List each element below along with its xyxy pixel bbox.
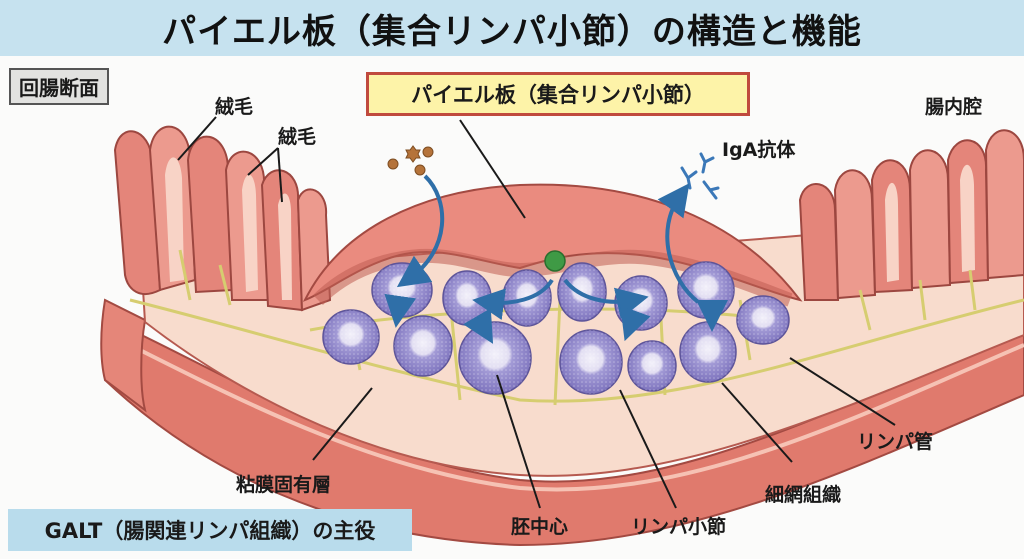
follicle	[458, 321, 532, 395]
villi-left	[113, 125, 332, 312]
follicle	[371, 262, 433, 318]
antigen-particles	[387, 145, 434, 176]
label-lamina-propria: 粘膜固有層	[236, 474, 332, 496]
label-lymph-vessel: リンパ管	[857, 431, 934, 453]
follicle	[322, 309, 380, 365]
follicle	[393, 315, 453, 377]
page-title: パイエル板（集合リンパ小節）の構造と機能	[162, 11, 862, 52]
label-villus-2: 絨毛	[278, 126, 317, 148]
main-callout: パイエル板（集合リンパ小節）	[366, 72, 750, 116]
section-tag: 回腸断面	[9, 68, 109, 105]
label-germinal-center: 胚中心	[511, 516, 569, 538]
follicle	[442, 270, 492, 326]
title-bar: パイエル板（集合リンパ小節）の構造と機能	[0, 0, 1024, 56]
m-cell	[544, 250, 566, 272]
label-lymph-nodule: リンパ小節	[631, 516, 727, 538]
follicle	[627, 340, 677, 392]
villi-right	[798, 129, 1024, 301]
follicle	[559, 329, 623, 395]
label-lumen: 腸内腔	[925, 96, 983, 118]
label-iga: IgA抗体	[722, 139, 796, 161]
label-villus-1: 絨毛	[215, 96, 254, 118]
iga-antibodies	[680, 152, 720, 200]
follicle	[679, 321, 737, 383]
label-reticular-tissue: 細網組織	[765, 484, 842, 506]
follicle	[736, 295, 790, 345]
leader-lines	[177, 116, 896, 509]
footer-tag: GALT（腸関連リンパ組織）の主役	[8, 509, 412, 551]
transport-arrows	[384, 174, 728, 344]
